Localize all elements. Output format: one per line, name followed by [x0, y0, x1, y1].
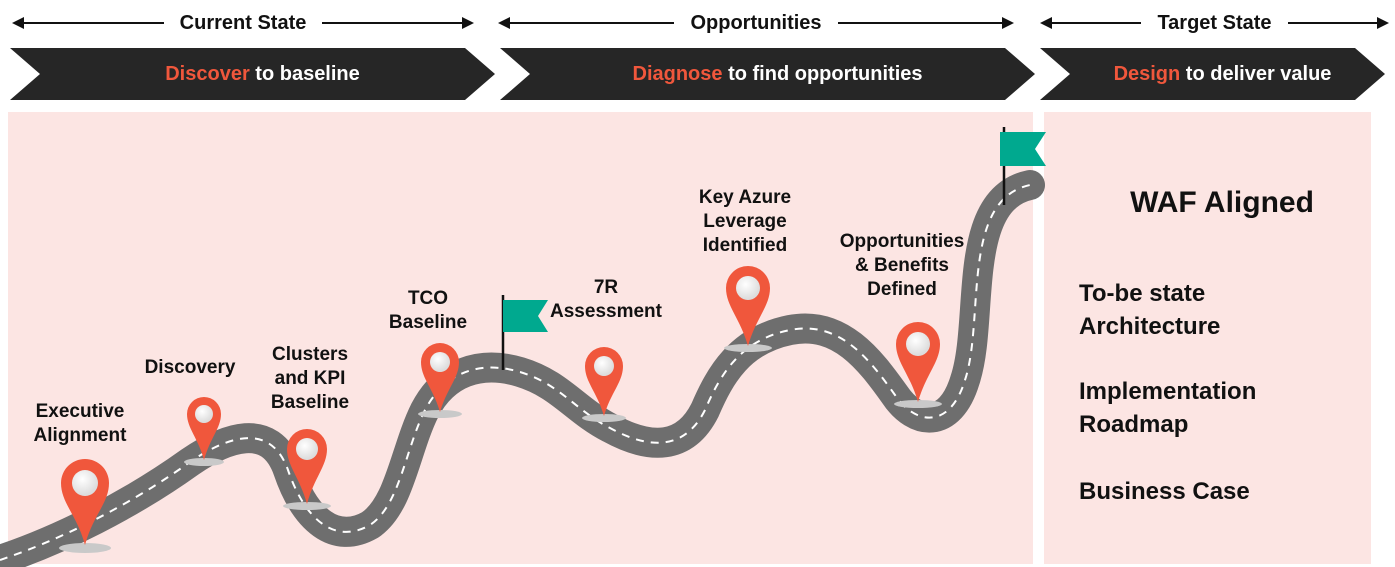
pin-shadow [184, 458, 224, 466]
target-panel [1044, 112, 1371, 564]
target-item-roadmap: Implementation Roadmap [1079, 378, 1257, 438]
chevron-diagnose: Diagnose to find opportunities [500, 48, 1035, 100]
left-arrow-icon [497, 17, 675, 29]
map-pin-icon [287, 429, 327, 504]
milestone-clusters-kpi: Clusters and KPI Baseline [270, 344, 350, 413]
flag-icon [1000, 127, 1046, 205]
chevron-accent: Diagnose [632, 62, 723, 85]
pin-shadow [59, 543, 111, 553]
milestone-opportunities-benefits: Opportunities & Benefits Defined [839, 231, 965, 300]
phase-label: Target State [1157, 11, 1272, 34]
milestone-7r-assessment: 7R Assessment [550, 277, 662, 322]
phase-opportunities: Opportunities [497, 8, 1015, 38]
right-arrow-icon [837, 17, 1015, 29]
pin-shadow [283, 502, 331, 510]
left-arrow-icon [1039, 17, 1142, 29]
target-item-architecture: To-be state Architecture [1079, 280, 1221, 340]
milestone-tco-baseline: TCO Baseline [388, 288, 468, 333]
phase-current-state: Current State [12, 8, 474, 38]
phase-target-state: Target State [1039, 8, 1390, 38]
flag-icon [501, 295, 548, 370]
map-pin-icon [896, 322, 940, 402]
chevron-text: Design to deliver value [1094, 63, 1332, 86]
right-arrow-icon [322, 17, 474, 29]
chevron-rest: to deliver value [1180, 62, 1332, 85]
chevron-accent: Discover [165, 62, 250, 85]
map-pin-icon [187, 397, 221, 460]
left-arrow-icon [12, 17, 164, 29]
pin-shadow [724, 344, 772, 352]
chevron-rest: to find opportunities [722, 62, 923, 85]
chevron-rest: to baseline [249, 62, 360, 85]
target-title: WAF Aligned [1130, 186, 1314, 219]
chevron-text: Discover to baseline [145, 63, 360, 86]
milestone-discovery: Discovery [144, 357, 236, 378]
map-pin-icon [421, 343, 459, 412]
milestone-executive-alignment: Executive Alignment [33, 401, 127, 446]
chevron-discover: Discover to baseline [10, 48, 495, 100]
phase-label: Opportunities [690, 11, 822, 34]
map-pin-icon [585, 347, 623, 416]
road-center-line [0, 184, 1031, 561]
map-pin-icon [61, 459, 109, 545]
phase-label: Current State [179, 11, 307, 34]
right-arrow-icon [1287, 17, 1390, 29]
map-pin-icon [726, 266, 770, 346]
target-item-business-case: Business Case [1079, 478, 1250, 505]
pin-shadow [418, 410, 462, 418]
pin-shadow [894, 400, 942, 408]
milestone-azure-leverage: Key Azure Leverage Identified [698, 187, 792, 256]
pin-shadow [582, 414, 626, 422]
chevron-design: Design to deliver value [1040, 48, 1385, 100]
chevron-accent: Design [1113, 62, 1181, 85]
chevron-text: Diagnose to find opportunities [613, 63, 923, 86]
